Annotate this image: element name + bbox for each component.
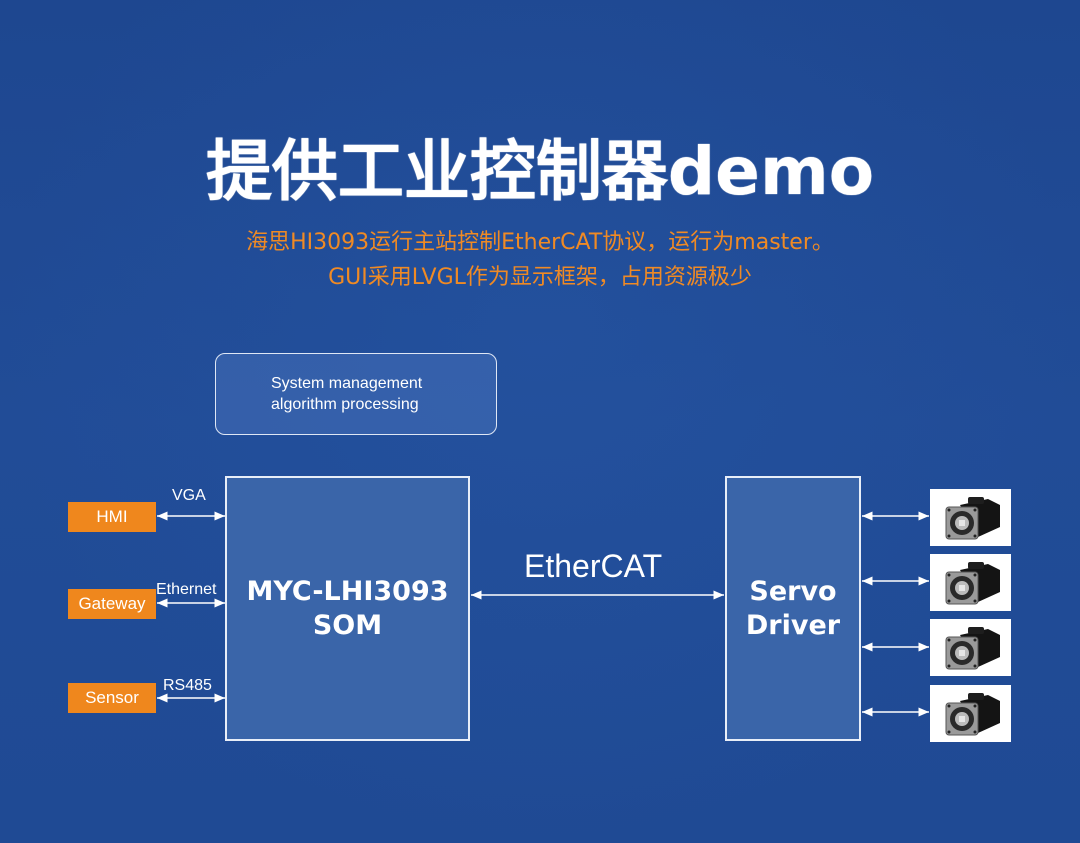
servo-label-line-1: Servo (749, 575, 837, 607)
servo-driver-block: Servo Driver (725, 476, 861, 741)
hmi-box: HMI (68, 502, 156, 532)
servo-label-line-2: Driver (745, 609, 841, 641)
motor-tile (930, 619, 1011, 676)
motor-tile (930, 554, 1011, 611)
gateway-box: Gateway (68, 589, 156, 619)
page-title: 提供工业控制器demo (205, 133, 875, 210)
servo-motor-icon (945, 626, 1000, 669)
servo-motor-icon (945, 692, 1000, 735)
rs485-label: RS485 (163, 677, 212, 694)
servo-motor-icon (945, 496, 1000, 539)
som-label-line-1: MYC-LHI3093 (246, 575, 449, 607)
vga-label: VGA (172, 487, 206, 504)
som-label-line-2: SOM (312, 609, 383, 641)
subtitle-line-2: GUI采用LVGL作为显示框架，占用资源极少 (328, 265, 752, 290)
motor-tile (930, 489, 1011, 546)
ethercat-label: EtherCAT (524, 548, 663, 584)
management-box: System management algorithm processing (215, 353, 497, 435)
servo-motor-icon (945, 561, 1000, 604)
ethernet-label: Ethernet (156, 581, 217, 598)
som-block: MYC-LHI3093 SOM (225, 476, 470, 741)
motor-tile (930, 685, 1011, 742)
management-box-line-1: System management (271, 375, 423, 392)
subtitle-line-1: 海思HI3093运行主站控制EtherCAT协议，运行为master。 (246, 230, 834, 255)
sensor-box: Sensor (68, 683, 156, 713)
management-box-line-2: algorithm processing (271, 396, 419, 413)
